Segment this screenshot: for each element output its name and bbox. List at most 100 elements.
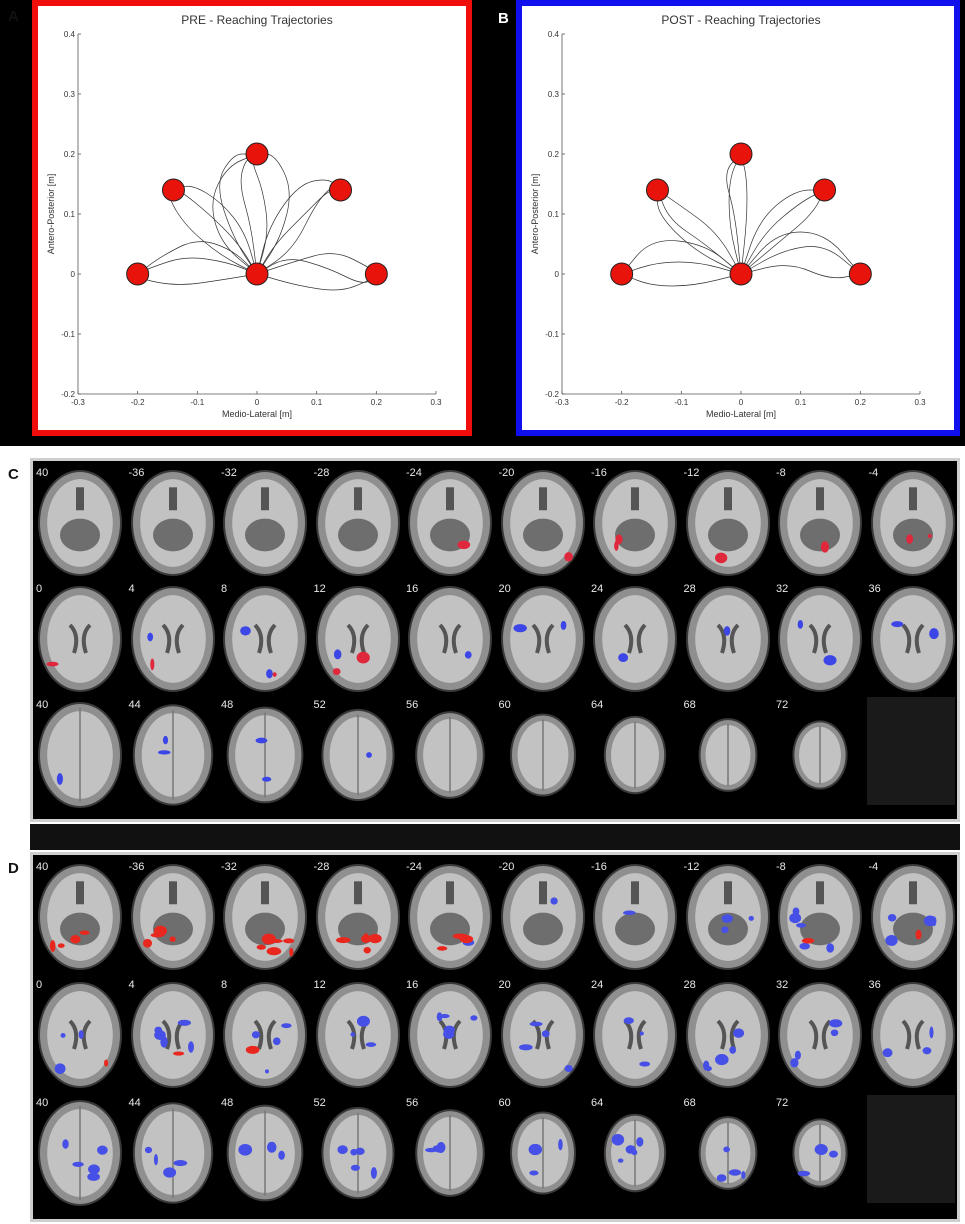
activation-blue bbox=[157, 750, 171, 755]
brain-slice-image bbox=[685, 470, 770, 576]
activation-blue bbox=[464, 651, 472, 659]
trajectory-line bbox=[137, 273, 258, 285]
slice-number: 8 bbox=[221, 979, 228, 991]
target-marker bbox=[245, 142, 269, 166]
brain-slice: -12 bbox=[682, 859, 774, 973]
activation-blue bbox=[797, 620, 804, 629]
activation-red bbox=[79, 930, 90, 935]
target-marker bbox=[848, 262, 872, 286]
activation-blue bbox=[882, 1048, 893, 1058]
brain-slice-image bbox=[778, 470, 862, 576]
brain-slice: 12 bbox=[312, 977, 404, 1091]
posterior-structure bbox=[800, 912, 840, 946]
slice-number: -36 bbox=[128, 861, 145, 873]
anterior-structure bbox=[816, 487, 824, 511]
slice-number: 12 bbox=[313, 583, 326, 595]
activation-blue bbox=[251, 1031, 260, 1039]
target-marker bbox=[729, 142, 753, 166]
activation-blue bbox=[799, 942, 811, 950]
activation-blue bbox=[789, 912, 802, 924]
anterior-structure bbox=[908, 881, 917, 905]
brain-slice: 56 bbox=[404, 697, 496, 811]
activation-blue bbox=[255, 737, 268, 744]
brain-slice: 0 bbox=[34, 581, 126, 695]
divider-band bbox=[30, 824, 960, 850]
slice-number: 60 bbox=[498, 1097, 511, 1109]
brain-slice: -24 bbox=[404, 859, 496, 973]
target-marker bbox=[729, 262, 753, 286]
activation-blue bbox=[639, 1061, 651, 1067]
brain-slice: 28 bbox=[682, 977, 774, 1091]
brain-slice: 24 bbox=[589, 977, 681, 1091]
activation-red bbox=[266, 947, 282, 956]
posterior-structure bbox=[522, 912, 563, 946]
trajectory-line bbox=[740, 246, 861, 275]
posterior-structure bbox=[245, 518, 285, 552]
activation-blue bbox=[528, 1143, 542, 1156]
activation-blue bbox=[144, 1146, 152, 1154]
anterior-structure bbox=[816, 881, 824, 905]
activation-blue bbox=[439, 1014, 450, 1019]
brain-slice-image bbox=[315, 864, 400, 970]
activation-red bbox=[245, 1045, 260, 1054]
white-matter bbox=[47, 595, 113, 683]
activation-red bbox=[905, 534, 913, 544]
y-tick-label: 0.1 bbox=[548, 210, 560, 219]
brain-slice: 20 bbox=[497, 581, 589, 695]
trajectory-line bbox=[240, 153, 258, 275]
activation-blue bbox=[618, 653, 629, 663]
slice-number: 48 bbox=[221, 1097, 234, 1109]
activation-blue bbox=[830, 1029, 839, 1037]
brain-slice-image bbox=[500, 586, 585, 692]
activation-blue bbox=[748, 915, 754, 921]
trajectory-line bbox=[657, 189, 742, 275]
anterior-structure bbox=[723, 487, 732, 511]
right-ventricle bbox=[729, 1019, 739, 1050]
activation-blue bbox=[281, 1023, 292, 1029]
activation-red bbox=[332, 668, 341, 675]
right-ventricle bbox=[729, 623, 739, 654]
trajectory-line bbox=[256, 153, 290, 275]
activation-blue bbox=[563, 1064, 573, 1072]
brain-slice-image bbox=[223, 864, 307, 970]
anterior-structure bbox=[168, 881, 177, 905]
activation-blue bbox=[529, 1021, 543, 1027]
white-matter bbox=[324, 595, 391, 683]
brain-slice: -4 bbox=[867, 465, 959, 579]
brain-slice: 44 bbox=[127, 697, 219, 811]
trajectory-line bbox=[256, 273, 377, 291]
x-axis-label: Medio-Lateral [m] bbox=[706, 409, 776, 419]
trajectory-line bbox=[726, 153, 742, 275]
white-matter bbox=[879, 991, 946, 1079]
white-matter bbox=[694, 595, 761, 683]
activation-blue bbox=[928, 1026, 934, 1039]
activation-red bbox=[714, 552, 727, 564]
brain-slice-image bbox=[130, 470, 215, 576]
activation-red bbox=[436, 946, 448, 951]
slice-number: -4 bbox=[868, 861, 879, 873]
activation-blue bbox=[814, 1143, 828, 1156]
trajectory-line bbox=[621, 261, 742, 275]
posterior-structure bbox=[800, 518, 840, 552]
brain-slice-image bbox=[698, 1116, 757, 1190]
y-tick-label: 0.3 bbox=[64, 90, 76, 99]
brain-slice: -32 bbox=[219, 859, 311, 973]
spacer bbox=[30, 446, 960, 458]
brain-slice-image bbox=[870, 982, 955, 1088]
left-ventricle bbox=[531, 623, 541, 654]
brain-slice: -36 bbox=[127, 465, 219, 579]
white-matter bbox=[232, 595, 298, 683]
anterior-structure bbox=[631, 881, 639, 905]
brain-slice-image bbox=[38, 586, 122, 692]
brain-slice: 40 bbox=[34, 697, 126, 811]
slice-number: 8 bbox=[221, 583, 228, 595]
brain-slice: -36 bbox=[127, 859, 219, 973]
activation-blue bbox=[333, 649, 341, 660]
brain-slice: 40 bbox=[34, 465, 126, 579]
slice-number: 4 bbox=[128, 583, 135, 595]
brain-slice: 72 bbox=[774, 1095, 866, 1209]
activation-red bbox=[363, 946, 371, 954]
trajectory-line bbox=[212, 153, 258, 275]
trajectory-line bbox=[252, 153, 268, 275]
